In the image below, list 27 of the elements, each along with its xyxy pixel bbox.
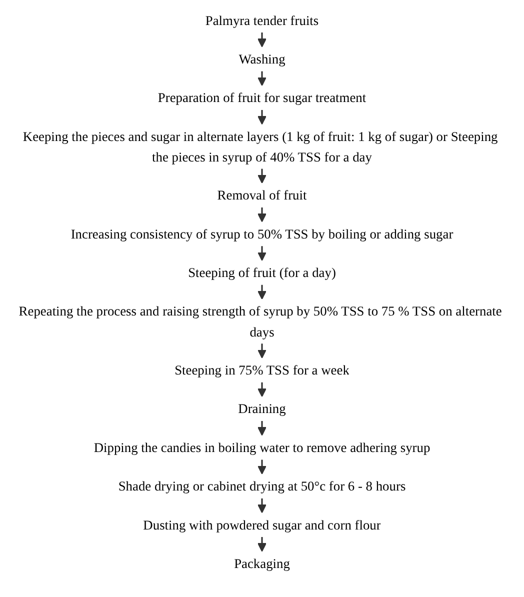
arrow xyxy=(257,460,267,474)
node-text: Steeping in 75% TSS for a week xyxy=(174,362,350,378)
arrow xyxy=(257,284,267,300)
node-text: Packaging xyxy=(234,556,290,572)
node-text: Steeping of fruit (for a day) xyxy=(188,264,336,280)
arrow xyxy=(257,168,267,184)
node-text: Preparation of fruit for sugar treatment xyxy=(158,90,366,106)
node-text: Removal of fruit xyxy=(217,187,307,203)
node-text: Dusting with powdered sugar and corn flour xyxy=(143,516,381,532)
node-text: Palmyra tender fruits xyxy=(205,12,319,28)
arrow xyxy=(257,246,267,261)
node-text: Keeping the pieces and sugar in alternate layers (1 kg of fruit: 1 kg of sugar) or Steeping the pieces in syrup of 40% TSS for a day xyxy=(22,128,498,164)
node-text: Repeating the process and raising strength of syrup by 50% TSS to 75 % TSS on alternate days xyxy=(18,303,502,339)
arrow xyxy=(257,382,267,398)
arrow xyxy=(257,207,267,222)
node-text: Washing xyxy=(238,51,286,67)
arrow xyxy=(257,71,267,86)
node-text: Shade drying or cabinet drying at 50°c for 6 - 8 hours xyxy=(118,478,406,494)
node-text: Draining xyxy=(238,400,286,416)
arrow xyxy=(257,498,267,514)
node-text: Increasing consistency of syrup to 50% TSS by boiling or adding sugar xyxy=(70,226,454,242)
node-text: Dipping the candies in boiling water to remove adhering syrup xyxy=(94,440,430,455)
arrow xyxy=(257,537,267,552)
arrow xyxy=(257,344,267,358)
arrow xyxy=(257,420,267,436)
arrow xyxy=(257,110,267,125)
arrow xyxy=(257,32,267,48)
